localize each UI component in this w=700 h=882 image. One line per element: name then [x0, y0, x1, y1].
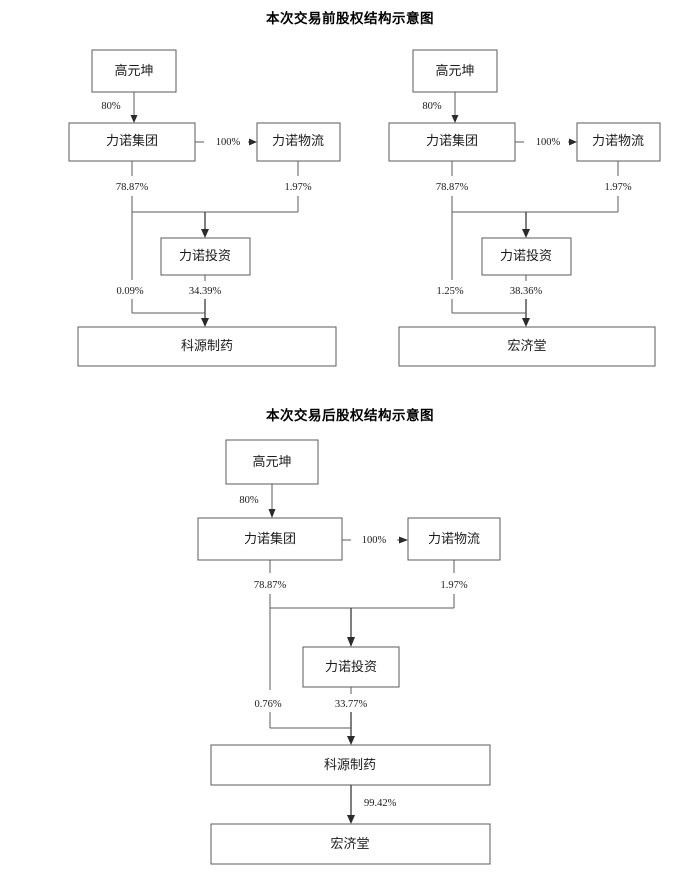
- panel-before-right: 高元坤 80% 力诺集团 100% 力诺物流 78.87% 1.: [388, 49, 661, 367]
- node-keyuan-pharma: 科源制药: [210, 744, 491, 786]
- node-linuo-group: 力诺集团: [388, 122, 516, 162]
- edge-label-group-terminal: 0.09%: [116, 286, 143, 297]
- node-label: 高元坤: [252, 454, 291, 469]
- node-label: 力诺集团: [106, 133, 158, 148]
- edge-label-invest-terminal: 34.39%: [189, 286, 222, 297]
- edge-label-keyuan-hongjitang: 99.42%: [364, 798, 397, 809]
- node-linuo-group: 力诺集团: [68, 122, 196, 162]
- panel-before-left: 高元坤 80% 力诺集团 100% 力诺物流 78.87%: [68, 49, 341, 367]
- node-hongjitang: 宏济堂: [398, 326, 656, 367]
- diagram-title-before: 本次交易前股权结构示意图: [266, 11, 434, 27]
- node-linuo-investment: 力诺投资: [481, 237, 572, 276]
- node-label: 力诺投资: [325, 659, 377, 674]
- edge-label-group-invest: 78.87%: [254, 580, 287, 591]
- node-linuo-logistics: 力诺物流: [256, 122, 341, 162]
- node-gaoyuankun: 高元坤: [412, 49, 498, 93]
- node-label: 高元坤: [435, 63, 474, 78]
- node-label: 力诺投资: [179, 248, 231, 263]
- node-label: 宏济堂: [507, 338, 546, 353]
- node-linuo-investment: 力诺投资: [160, 237, 251, 276]
- node-label: 力诺集团: [244, 531, 296, 546]
- node-label: 力诺物流: [428, 531, 480, 546]
- edge-label-group-invest: 78.87%: [436, 182, 469, 193]
- node-linuo-investment: 力诺投资: [302, 646, 400, 688]
- diagram-title-after: 本次交易后股权结构示意图: [266, 408, 434, 424]
- edge-label-gao-group: 80%: [101, 101, 121, 112]
- edge-label-group-invest: 78.87%: [116, 182, 149, 193]
- node-linuo-group: 力诺集团: [197, 517, 343, 561]
- edge-label-group-logistics: 100%: [362, 535, 387, 546]
- edge-label-logistics-invest: 1.97%: [284, 182, 311, 193]
- node-linuo-logistics: 力诺物流: [576, 122, 661, 162]
- node-label: 力诺投资: [500, 248, 552, 263]
- node-linuo-logistics: 力诺物流: [407, 517, 501, 561]
- node-gaoyuankun: 高元坤: [225, 439, 319, 485]
- edge-label-logistics-invest: 1.97%: [440, 580, 467, 591]
- node-label: 力诺物流: [592, 133, 644, 148]
- edge-label-logistics-invest: 1.97%: [604, 182, 631, 193]
- node-label: 高元坤: [114, 63, 153, 78]
- panel-after-main: 高元坤 80% 力诺集团 100% 力诺物流 78.87% 1.: [197, 439, 501, 865]
- node-hongjitang: 宏济堂: [210, 823, 491, 865]
- edge-label-gao-group: 80%: [239, 495, 259, 506]
- edge-label-group-logistics: 100%: [536, 137, 561, 148]
- node-label: 力诺物流: [272, 133, 324, 148]
- node-label: 科源制药: [181, 338, 233, 353]
- edge-label-group-terminal: 0.76%: [254, 699, 281, 710]
- node-label: 力诺集团: [426, 133, 478, 148]
- edge-label-group-terminal: 1.25%: [436, 286, 463, 297]
- edge-label-gao-group: 80%: [422, 101, 442, 112]
- node-label: 科源制药: [324, 757, 376, 772]
- node-keyuan-pharma: 科源制药: [77, 326, 337, 367]
- node-label: 宏济堂: [330, 836, 369, 851]
- node-gaoyuankun: 高元坤: [91, 49, 177, 93]
- edge-label-invest-terminal: 38.36%: [510, 286, 543, 297]
- edge-label-invest-terminal: 33.77%: [335, 699, 368, 710]
- edge-label-group-logistics: 100%: [216, 137, 241, 148]
